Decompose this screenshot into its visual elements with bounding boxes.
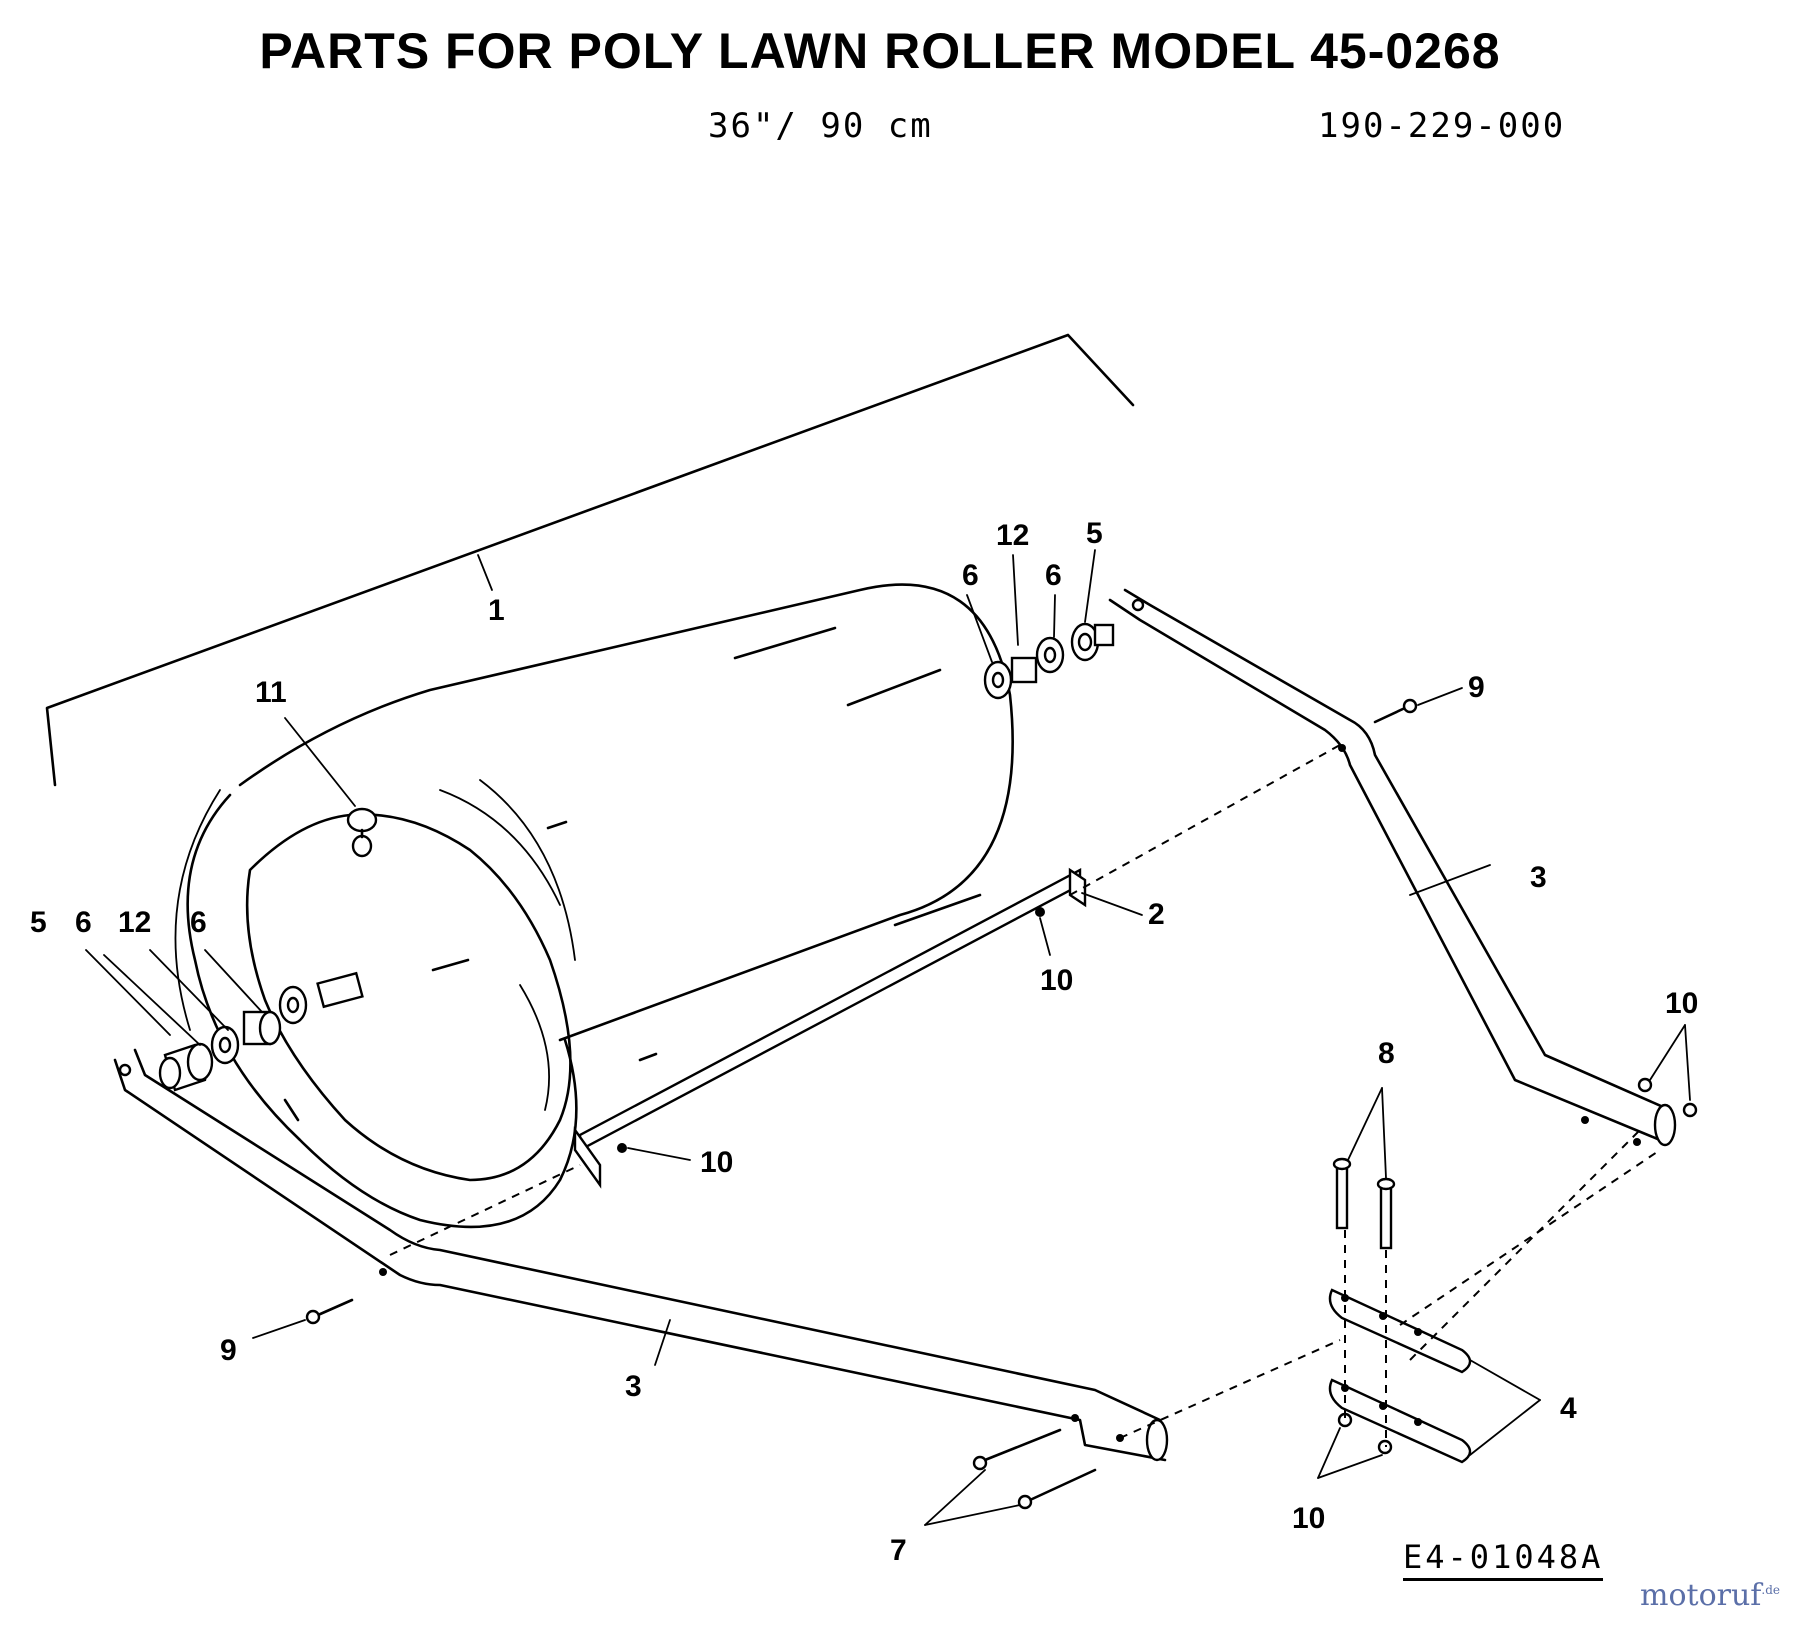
- watermark-suffix: .de: [1761, 1583, 1781, 1597]
- callout-5-left: 5: [30, 906, 47, 939]
- callout-1: 1: [488, 594, 505, 627]
- callout-6-right-b: 6: [1045, 559, 1062, 592]
- connector-plates: [1328, 1288, 1472, 1464]
- callout-3-right: 3: [1530, 861, 1547, 894]
- callout-9-right: 9: [1468, 671, 1485, 704]
- callout-6-left-a: 6: [75, 906, 92, 939]
- bolts-8: [1332, 1157, 1396, 1250]
- drawing-number: 190-229-000: [1318, 106, 1566, 146]
- callout-6-right-a: 6: [962, 559, 979, 592]
- nuts-10: [1337, 1077, 1698, 1455]
- callout-8: 8: [1378, 1037, 1395, 1070]
- callout-10-handle-end: 10: [1665, 987, 1698, 1020]
- callout-numbers: 1 2 3 3 4 5 5 6 6 6 6 7 8 9 9 10 10 10 1…: [30, 517, 1698, 1567]
- callout-9-left: 9: [220, 1334, 237, 1367]
- callout-12-right: 12: [996, 519, 1029, 552]
- callout-11: 11: [255, 676, 287, 709]
- page-title: PARTS FOR POLY LAWN ROLLER MODEL 45-0268: [259, 23, 1501, 79]
- reference-code: E4-01048A: [1403, 1538, 1604, 1581]
- bolts-7: [972, 1428, 1097, 1510]
- callout-7: 7: [890, 1534, 907, 1567]
- draw-bar: [573, 867, 1087, 1189]
- callout-4: 4: [1560, 1392, 1577, 1425]
- left-bearing-stack: [158, 985, 308, 1092]
- bolts-9: [305, 698, 1418, 1325]
- part-1-bracket: [45, 333, 1135, 787]
- right-bearing-stack: [983, 622, 1115, 700]
- assembly-lines: [389, 744, 1661, 1447]
- leader-lines: [85, 549, 1691, 1526]
- callout-3-left: 3: [625, 1370, 642, 1403]
- size-label: 36"/ 90 cm: [708, 106, 933, 146]
- callout-10-drawbar-right: 10: [1040, 964, 1073, 997]
- right-handle: [1108, 588, 1677, 1147]
- callout-2: 2: [1148, 898, 1165, 931]
- callout-5-right: 5: [1086, 517, 1103, 550]
- callout-10-drawbar-left: 10: [700, 1146, 733, 1179]
- watermark: motoruf.de: [1640, 1578, 1780, 1613]
- callout-10-plates: 10: [1292, 1502, 1325, 1535]
- callout-6-left-b: 6: [190, 906, 207, 939]
- watermark-main: motoruf: [1640, 1578, 1762, 1613]
- callout-12-left: 12: [118, 906, 151, 939]
- roller-drum: [174, 583, 1014, 1229]
